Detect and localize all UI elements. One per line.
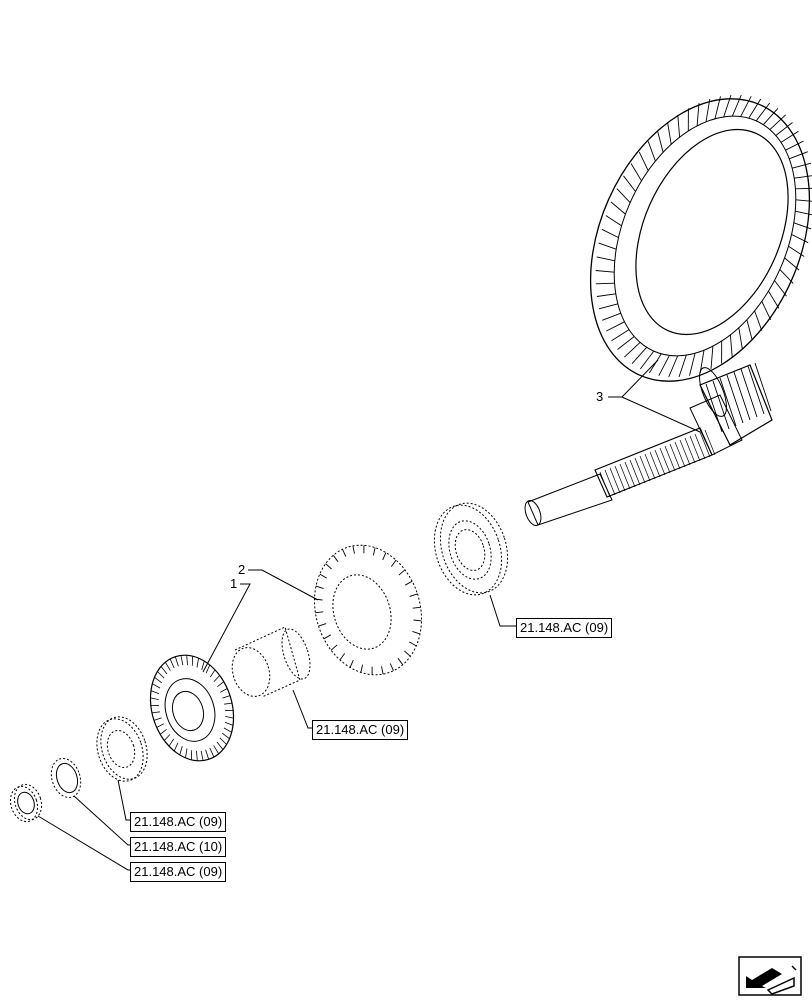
- bushing: [231, 626, 311, 698]
- previous-page-arrow-icon[interactable]: [738, 956, 802, 996]
- ref-bearing-right[interactable]: 21.148.AC (09): [516, 618, 613, 638]
- pinion-shaft: [524, 362, 773, 526]
- ref-shim[interactable]: 21.148.AC (10): [130, 837, 227, 857]
- callout-2: 2: [238, 562, 246, 577]
- bearing-left: [96, 716, 148, 782]
- lock-nut: [9, 783, 43, 823]
- ring-gear: [589, 94, 812, 382]
- ref-bearing-left[interactable]: 21.148.AC (09): [130, 812, 227, 832]
- callout-1: 1: [230, 576, 238, 591]
- sliding-gear: [314, 544, 422, 676]
- callout-3: 3: [596, 389, 604, 404]
- shim-ring: [50, 757, 82, 799]
- ref-bushing[interactable]: 21.148.AC (09): [312, 720, 409, 740]
- ref-nut[interactable]: 21.148.AC (09): [130, 862, 227, 882]
- gear-1: [149, 654, 235, 762]
- bearing-right: [433, 502, 509, 596]
- leader-lines: [37, 359, 701, 871]
